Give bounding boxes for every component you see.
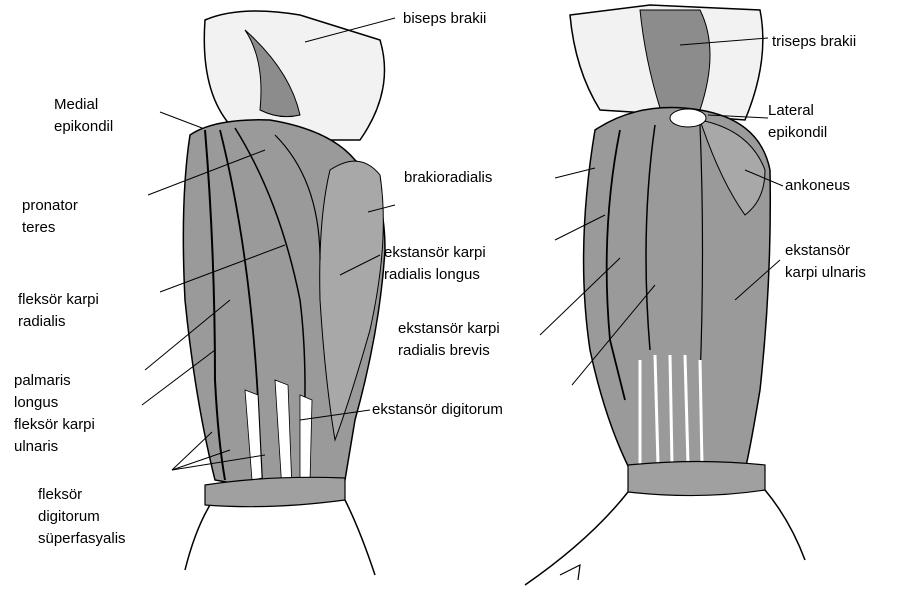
label-biseps-brakii: biseps brakii <box>403 8 486 30</box>
label-ekstansor-digitorum-text: ekstansör digitorum <box>372 399 503 421</box>
label-fleksor-digitorum-line-2: digitorum <box>38 506 126 528</box>
label-medial-epikondil-line-1: Medial <box>54 94 113 116</box>
label-fleksor-karpi-radialis-line-1: fleksör karpi <box>18 289 99 311</box>
label-biseps-brakii-text: biseps brakii <box>403 8 486 30</box>
label-ekstansor-karpi-ulnaris-line-2: karpi ulnaris <box>785 262 866 284</box>
label-ankoneus: ankoneus <box>785 175 850 197</box>
label-palmaris-longus: palmaris longus <box>14 370 71 414</box>
label-ankoneus-text: ankoneus <box>785 175 850 197</box>
label-lateral-epikondil: Lateral epikondil <box>768 100 827 144</box>
right-lateral-epikondil-shape <box>670 109 706 127</box>
label-fleksor-karpi-ulnaris-line-2: ulnaris <box>14 436 95 458</box>
label-ekstansor-karpi-radialis-brevis: ekstansör karpi radialis brevis <box>398 318 500 362</box>
label-triseps-brakii: triseps brakii <box>772 31 856 53</box>
label-ekstansor-karpi-radialis-longus-line-1: ekstansör karpi <box>384 242 486 264</box>
label-ekstansor-digitorum: ekstansör digitorum <box>372 399 503 421</box>
label-pronator-teres-line-2: teres <box>22 217 78 239</box>
label-brakioradialis: brakioradialis <box>404 167 492 189</box>
label-fleksor-karpi-radialis: fleksör karpi radialis <box>18 289 99 333</box>
label-ekstansor-karpi-ulnaris-line-1: ekstansör <box>785 240 866 262</box>
label-fleksor-digitorum-superfasyalis: fleksör digitorum süperfasyalis <box>38 484 126 550</box>
label-fleksor-karpi-radialis-line-2: radialis <box>18 311 99 333</box>
label-pronator-teres: pronator teres <box>22 195 78 239</box>
posterior-forearm-drawing <box>525 5 805 585</box>
label-ekstansor-karpi-radialis-longus-line-2: radialis longus <box>384 264 486 286</box>
anterior-forearm-drawing <box>183 11 385 575</box>
right-hand-outline <box>525 490 805 585</box>
left-hand-outline <box>185 500 375 575</box>
label-fleksor-karpi-ulnaris: fleksör karpi ulnaris <box>14 414 95 458</box>
label-medial-epikondil: Medial epikondil <box>54 94 113 138</box>
label-ekstansor-karpi-radialis-brevis-line-1: ekstansör karpi <box>398 318 500 340</box>
label-fleksor-karpi-ulnaris-line-1: fleksör karpi <box>14 414 95 436</box>
left-tendon-3 <box>300 395 312 482</box>
label-brakioradialis-text: brakioradialis <box>404 167 492 189</box>
label-lateral-epikondil-line-1: Lateral <box>768 100 827 122</box>
leader-medial-epikondil <box>160 112 202 128</box>
right-wrist-retinaculum <box>628 462 765 496</box>
label-ekstansor-karpi-radialis-brevis-line-2: radialis brevis <box>398 340 500 362</box>
label-triseps-brakii-text: triseps brakii <box>772 31 856 53</box>
label-medial-epikondil-line-2: epikondil <box>54 116 113 138</box>
label-ekstansor-karpi-ulnaris: ekstansör karpi ulnaris <box>785 240 866 284</box>
label-palmaris-longus-line-2: longus <box>14 392 71 414</box>
label-fleksor-digitorum-line-1: fleksör <box>38 484 126 506</box>
right-small-mark <box>560 565 580 580</box>
label-palmaris-longus-line-1: palmaris <box>14 370 71 392</box>
label-pronator-teres-line-1: pronator <box>22 195 78 217</box>
label-lateral-epikondil-line-2: epikondil <box>768 122 827 144</box>
label-fleksor-digitorum-line-3: süperfasyalis <box>38 528 126 550</box>
label-ekstansor-karpi-radialis-longus: ekstansör karpi radialis longus <box>384 242 486 286</box>
left-wrist-retinaculum <box>205 477 345 506</box>
